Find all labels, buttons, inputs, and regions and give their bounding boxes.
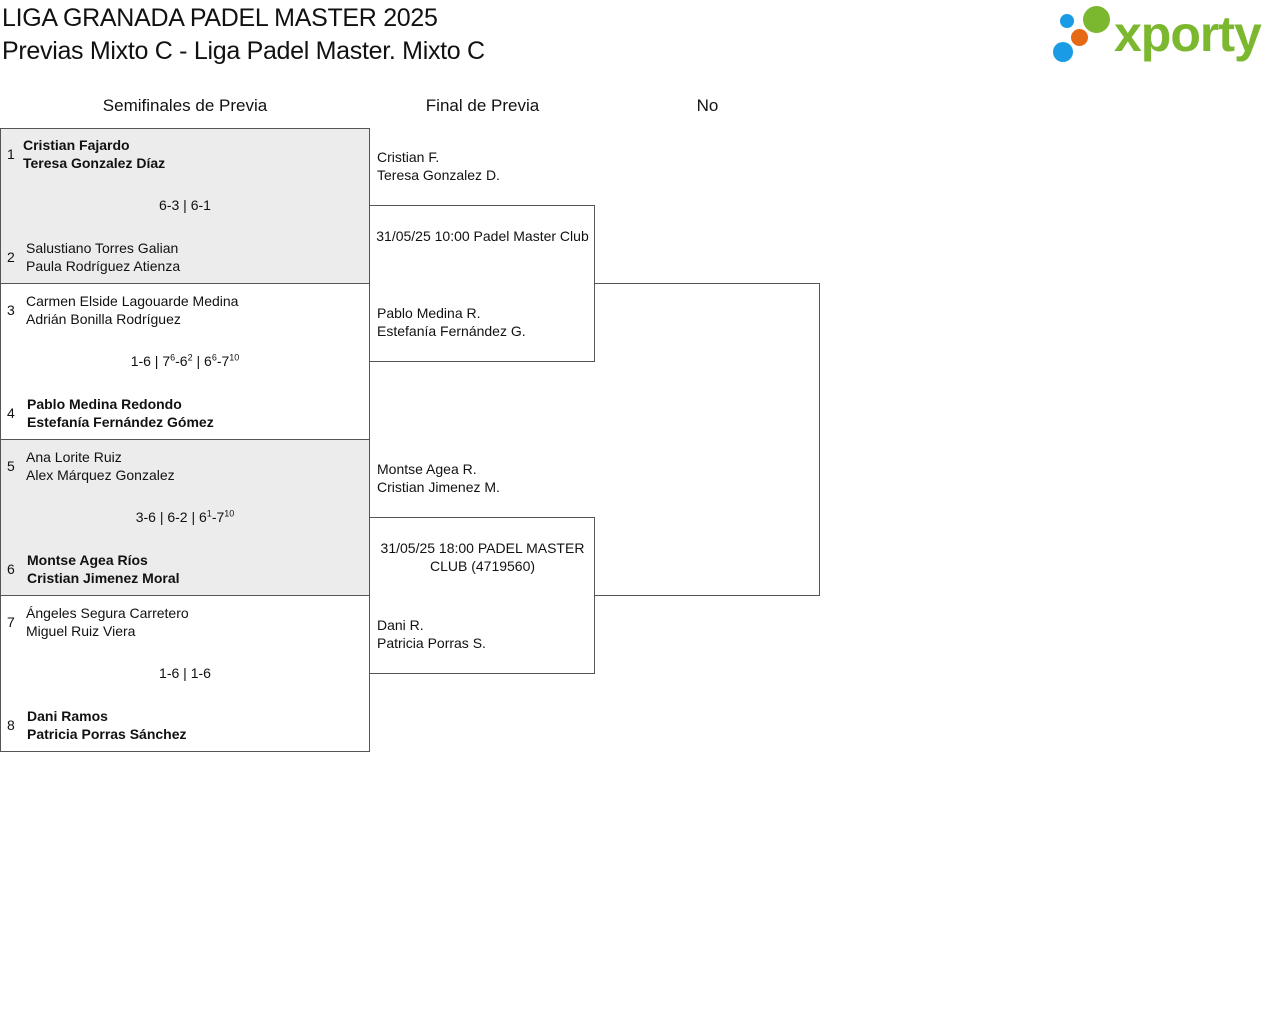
match-score: 3-6 | 6-2 | 61-710: [135, 508, 235, 525]
player-name: Adrián Bonilla Rodríguez: [26, 311, 181, 327]
match-score: 1-6 | 1-6: [159, 665, 211, 681]
finalist-name: Dani R.: [377, 617, 424, 633]
logo-dot-blue: [1053, 42, 1073, 62]
seed-number: 3: [7, 302, 15, 318]
match-schedule: 31/05/25 18:00 PADEL MASTER CLUB (471956…: [380, 540, 585, 574]
finalist-name: Cristian F.: [377, 149, 440, 165]
seed-number: 8: [7, 717, 15, 733]
semifinal-match-2[interactable]: [0, 284, 370, 440]
semifinal-match-3[interactable]: [0, 440, 370, 596]
finalist-name: Cristian Jimenez M.: [377, 479, 500, 495]
player-name: Paula Rodríguez Atienza: [26, 258, 181, 274]
player-name: Teresa Gonzalez Díaz: [23, 155, 166, 171]
semifinal-match-4[interactable]: [0, 596, 370, 752]
player-name: Estefanía Fernández Gómez: [27, 414, 214, 430]
xporty-logo[interactable]: xporty: [1050, 4, 1276, 66]
page-subtitle: Previas Mixto C - Liga Padel Master. Mix…: [2, 37, 485, 65]
column-header-semifinals: Semifinales de Previa: [102, 96, 268, 115]
player-name: Alex Márquez Gonzalez: [26, 467, 175, 483]
logo-dot-orange: [1071, 29, 1088, 46]
finalist-name: Pablo Medina R.: [377, 305, 481, 321]
player-name: Carmen Elside Lagouarde Medina: [26, 293, 239, 309]
player-name: Miguel Ruiz Viera: [26, 623, 136, 639]
column-header-final: Final de Previa: [425, 96, 540, 115]
player-name: Dani Ramos: [27, 708, 108, 724]
player-name: Cristian Fajardo: [23, 137, 130, 153]
seed-number: 6: [7, 561, 15, 577]
match-score: 6-3 | 6-1: [159, 197, 211, 213]
logo-dot-blue-small: [1060, 14, 1074, 28]
player-name: Montse Agea Ríos: [27, 552, 148, 568]
logo-dot-green: [1083, 6, 1110, 33]
final-match-2[interactable]: 31/05/25 18:00 PADEL MASTER CLUB (471956…: [369, 517, 595, 674]
player-name: Salustiano Torres Galian: [26, 240, 179, 256]
match-score: 1-6 | 76-62 | 66-710: [130, 352, 240, 369]
semifinal-match-1[interactable]: [0, 128, 370, 284]
logo-text: xporty: [1114, 6, 1262, 62]
page-title: LIGA GRANADA PADEL MASTER 2025: [2, 4, 438, 32]
player-name: Cristian Jimenez Moral: [27, 570, 180, 586]
player-name: Ana Lorite Ruiz: [26, 449, 122, 465]
seed-number: 5: [7, 458, 15, 474]
player-name: Pablo Medina Redondo: [27, 396, 182, 412]
seed-number: 1: [7, 146, 15, 162]
bracket-connector-final: [594, 283, 820, 596]
finalist-name: Patricia Porras S.: [377, 635, 486, 651]
finalist-name: Estefanía Fernández G.: [377, 323, 526, 339]
seed-number: 2: [7, 249, 15, 265]
finalist-name: Montse Agea R.: [377, 461, 477, 477]
seed-number: 4: [7, 405, 15, 421]
match-schedule: 31/05/25 10:00 Padel Master Club: [376, 228, 589, 244]
column-header-no: No: [696, 96, 719, 115]
player-name: Ángeles Segura Carretero: [26, 605, 189, 621]
player-name: Patricia Porras Sánchez: [27, 726, 187, 742]
seed-number: 7: [7, 614, 15, 630]
finalist-name: Teresa Gonzalez D.: [377, 167, 500, 183]
